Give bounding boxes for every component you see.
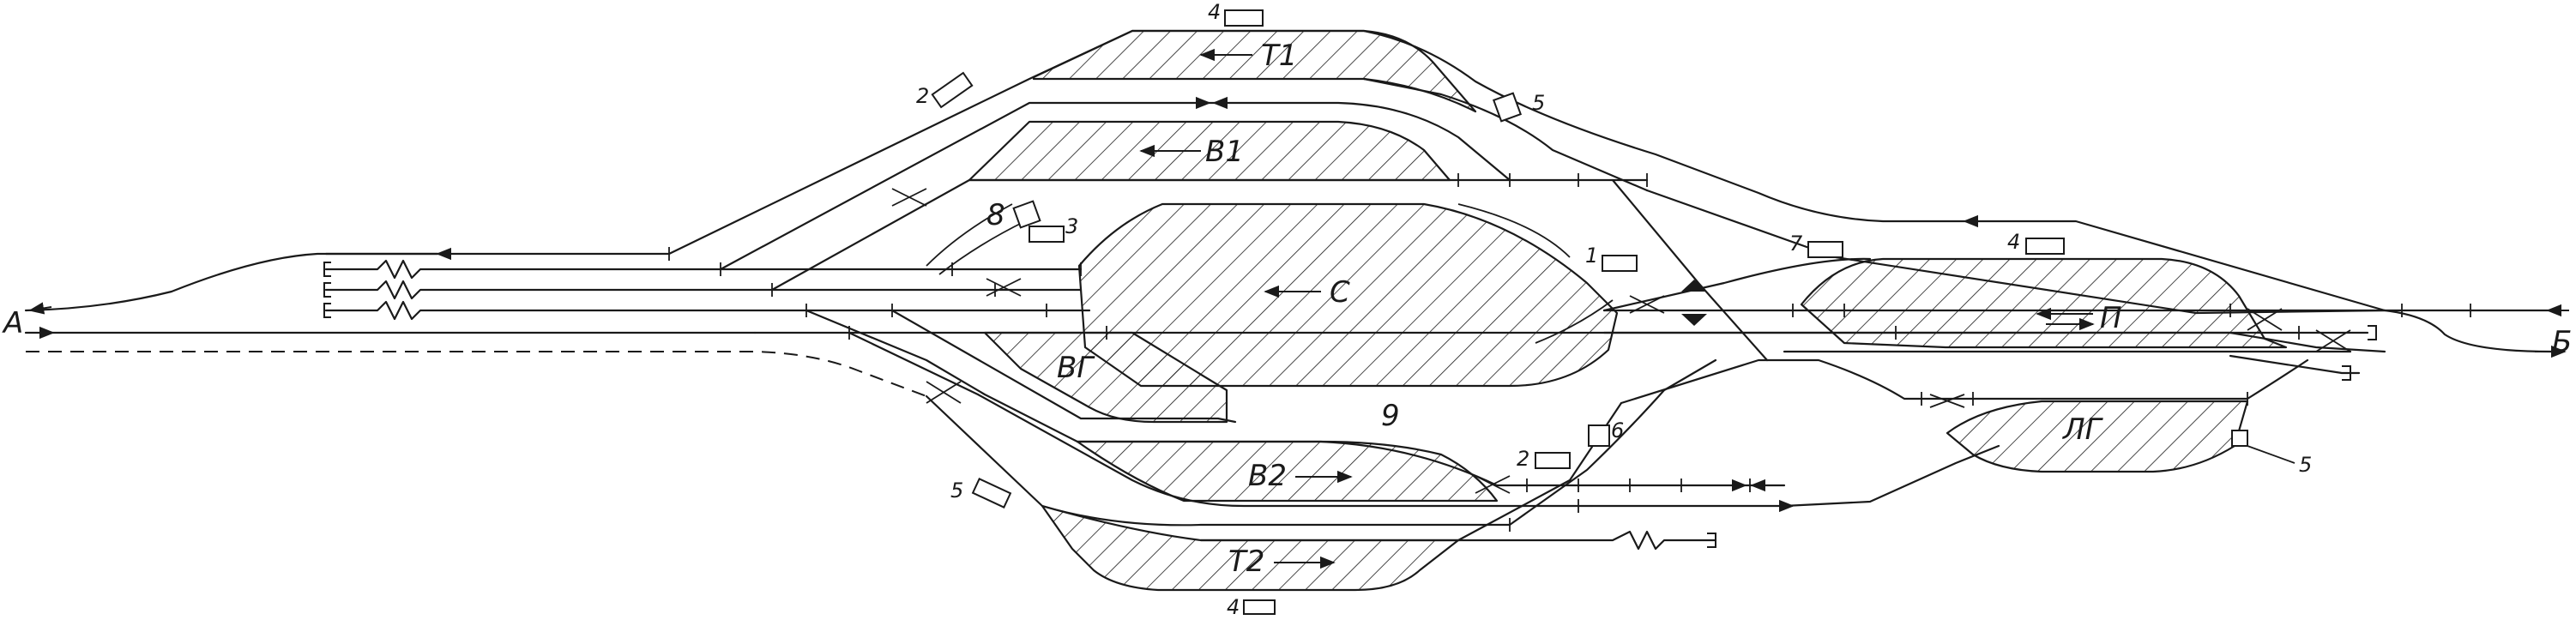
siding-bumpers	[323, 262, 331, 318]
p-sidings-bumpers	[2342, 325, 2377, 381]
t2-bumper	[1707, 533, 1716, 548]
yard-t2-area	[1041, 504, 1460, 592]
yard-t1-area	[1032, 29, 1477, 113]
track-joint-ticks	[668, 173, 2471, 532]
label-yard-t2: Т2	[1228, 545, 1264, 579]
marker-4-right: 4	[2007, 230, 2020, 254]
label-yard-t1: Т1	[1261, 39, 1297, 73]
track-lower-fan-2	[848, 331, 1499, 508]
yard-lg-area	[1946, 400, 2249, 473]
track-right-main-lower	[1602, 331, 2386, 353]
yard-s-area	[1077, 202, 1619, 388]
track-lower-to-s	[1508, 358, 1717, 527]
marker-9: 9	[1381, 399, 1400, 433]
marker-3: 3	[1065, 214, 1078, 238]
track-diag-center	[1602, 257, 1872, 312]
marker-5-top: 5	[1532, 91, 1545, 115]
track-lower-fan-1	[805, 309, 1499, 487]
marker-2-bottom: 2	[1517, 447, 1529, 471]
label-yard-v2: В2	[1248, 459, 1287, 493]
end-labels: А Б	[2, 306, 2572, 359]
track-a-dashed-bypass	[26, 351, 927, 397]
arrow-down-marker	[1681, 314, 1707, 326]
track-diag-cross	[1611, 178, 1769, 362]
siding-3	[324, 300, 1091, 321]
track-upper-fan-3	[770, 178, 1649, 292]
track-s-inner-bottom	[1535, 299, 1614, 344]
track-upper-fan-1	[667, 29, 1134, 256]
track-lower-t2	[925, 394, 1511, 527]
track-upper-fan-2	[719, 101, 1511, 271]
marker-5-left: 5	[950, 479, 963, 503]
siding-1	[324, 259, 1083, 280]
yard-v1-area	[968, 120, 1451, 182]
marker-2-top: 2	[916, 84, 929, 108]
label-station-b: Б	[2552, 325, 2572, 359]
marker-4-bottom: 4	[1227, 595, 1240, 619]
track-lg-route	[1620, 358, 2309, 405]
device-boxes	[931, 9, 2248, 615]
marker-7: 7	[1789, 232, 1803, 256]
yard-p-area	[1800, 257, 2288, 349]
track-v2-right-lower	[1495, 444, 2000, 508]
marker-5-right: 5	[2299, 453, 2312, 477]
track-top-long	[1131, 29, 2386, 312]
track-lower-fan-3	[890, 309, 1237, 424]
curve-8-lower	[938, 220, 1026, 275]
curve-8-upper	[926, 203, 1013, 267]
label-yard-s: С	[1330, 275, 1350, 310]
track-t2-bottom	[1199, 530, 1717, 551]
label-station-a: А	[2, 306, 23, 340]
track-s-inner-top	[1457, 203, 1571, 258]
yard-labels: Т1 В1 С ВГ В2 Т2 П ЛГ	[1057, 39, 2122, 579]
yard-v2-area	[1076, 440, 1499, 503]
marker-4-top: 4	[1208, 0, 1221, 24]
arrow-up-marker	[1681, 280, 1707, 292]
label-yard-vg: ВГ	[1057, 351, 1095, 385]
leader-5-right	[2247, 445, 2295, 464]
track-right-to-b	[2229, 309, 2554, 353]
label-yard-p: П	[2100, 301, 2122, 335]
track-a-departure	[24, 252, 439, 312]
track-lower-diag	[1457, 401, 1623, 542]
marker-labels: 4 2 5 8 3 1 7 4 6 9 2 5 4 5	[916, 0, 2312, 619]
marker-1: 1	[1585, 244, 1598, 268]
yard-vg-area	[983, 331, 1228, 424]
siding-2	[324, 280, 1083, 300]
crossovers	[891, 188, 2351, 494]
marker-6: 6	[1611, 418, 1624, 442]
label-yard-v1: В1	[1205, 135, 1244, 169]
arrow-a-departure	[28, 302, 52, 315]
marker-8: 8	[986, 198, 1005, 232]
label-yard-lg: ЛГ	[2061, 412, 2104, 447]
